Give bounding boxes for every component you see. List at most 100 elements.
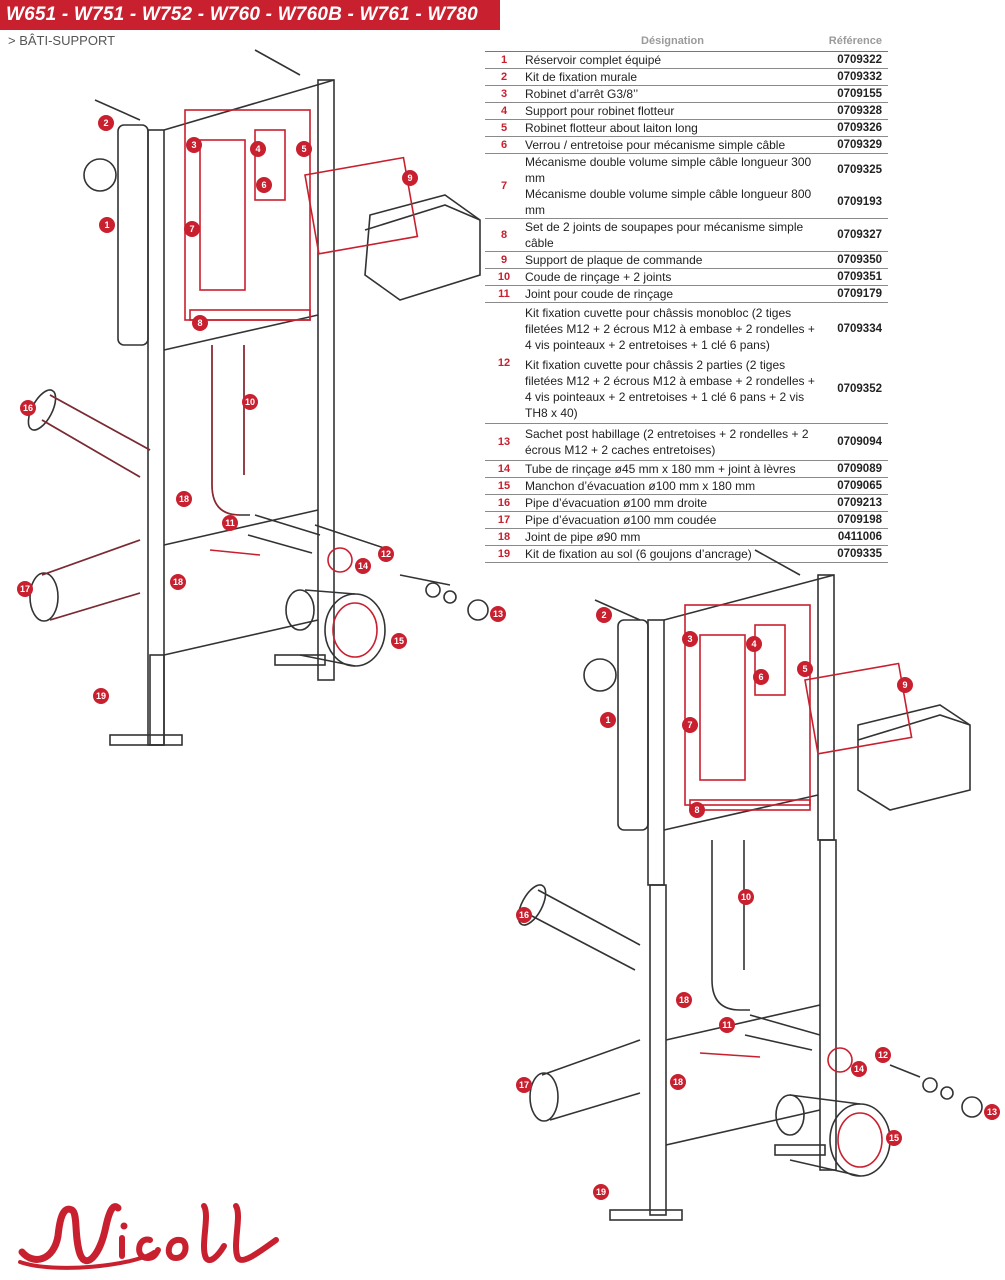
part-number: 9	[485, 251, 523, 269]
table-row: Mécanisme double volume simple câble lon…	[485, 186, 888, 219]
svg-text:1: 1	[104, 220, 109, 230]
svg-text:6: 6	[758, 672, 763, 682]
part-reference: 0709328	[822, 102, 888, 120]
svg-text:19: 19	[596, 1187, 606, 1197]
svg-text:18: 18	[173, 577, 183, 587]
part-designation: Joint de pipe ø90 mm	[523, 528, 822, 546]
part-reference: 0709334	[837, 323, 882, 335]
table-row: Kit fixation cuvette pour châssis 2 part…	[485, 355, 888, 424]
part-designation: Kit de fixation murale	[523, 68, 822, 86]
nicoll-logo	[18, 1203, 279, 1270]
part-designation: Tube de rinçage ø45 mm x 180 mm + joint …	[523, 460, 822, 478]
callout-18: 18	[676, 992, 692, 1008]
svg-text:4: 4	[751, 639, 756, 649]
part-reference: 0709094	[822, 423, 888, 461]
svg-text:2: 2	[103, 118, 108, 128]
callout-6: 6	[753, 669, 769, 685]
part-reference: 0709327	[822, 218, 888, 252]
svg-text:11: 11	[722, 1020, 732, 1030]
part-reference: 0411006	[822, 528, 888, 546]
part-number: 7	[485, 153, 523, 219]
svg-text:1: 1	[605, 715, 610, 725]
part-reference: 0709332	[822, 68, 888, 86]
callout-15: 15	[886, 1130, 902, 1146]
callout-4: 4	[250, 141, 266, 157]
callout-3: 3	[186, 137, 202, 153]
svg-text:5: 5	[301, 144, 306, 154]
col-designation: Désignation	[523, 31, 822, 52]
callout-13: 13	[490, 606, 506, 622]
callout-19: 19	[593, 1184, 609, 1200]
callout-12: 12	[875, 1047, 891, 1063]
part-designation: Set de 2 joints de soupapes pour mécanis…	[523, 218, 822, 252]
section-subtitle: > BÂTI-SUPPORT	[8, 33, 116, 48]
part-designation: Pipe d’évacuation ø100 mm coudée	[523, 511, 822, 529]
svg-text:8: 8	[197, 318, 202, 328]
col-reference: Référence	[822, 31, 888, 52]
part-reference: 0709329	[822, 136, 888, 154]
callout-11: 11	[719, 1017, 735, 1033]
svg-text:12: 12	[381, 549, 391, 559]
col-number	[485, 31, 523, 52]
callout-17: 17	[516, 1077, 532, 1093]
part-number: 1	[485, 51, 523, 69]
part-designation: Support pour robinet flotteur	[523, 102, 822, 120]
part-designation: Kit fixation cuvette pour châssis 2 part…	[523, 355, 822, 424]
callout-1: 1	[99, 217, 115, 233]
callout-5: 5	[797, 661, 813, 677]
part-number: 15	[485, 477, 523, 495]
svg-text:14: 14	[854, 1064, 864, 1074]
callout-16: 16	[516, 907, 532, 923]
callout-6: 6	[256, 177, 272, 193]
part-designation: Pipe d’évacuation ø100 mm droite	[523, 494, 822, 512]
callout-14: 14	[851, 1061, 867, 1077]
svg-text:7: 7	[687, 720, 692, 730]
svg-text:16: 16	[519, 910, 529, 920]
callout-16: 16	[20, 400, 36, 416]
part-designation: Kit de fixation au sol (6 goujons d’ancr…	[523, 545, 822, 563]
header-bar: W651 - W751 - W752 - W760 - W760B - W761…	[0, 0, 500, 30]
part-designation: Kit fixation cuvette pour châssis monobl…	[525, 306, 815, 352]
callout-8: 8	[192, 315, 208, 331]
part-reference: 0709352	[822, 355, 888, 424]
svg-text:10: 10	[245, 397, 255, 407]
callout-1: 1	[600, 712, 616, 728]
part-number: 3	[485, 85, 523, 103]
svg-text:8: 8	[694, 805, 699, 815]
callout-4: 4	[746, 636, 762, 652]
table-header: Désignation Référence	[485, 31, 888, 52]
part-designation: Mécanisme double volume simple câble lon…	[523, 186, 822, 219]
svg-text:15: 15	[889, 1133, 899, 1143]
callout-10: 10	[242, 394, 258, 410]
part-reference: 0709193	[822, 186, 888, 219]
svg-text:13: 13	[987, 1107, 997, 1117]
part-reference: 0709335	[822, 545, 888, 563]
callout-18b: 18	[670, 1074, 686, 1090]
svg-text:10: 10	[741, 892, 751, 902]
callout-7: 7	[184, 221, 200, 237]
part-designation: Coude de rinçage + 2 joints	[523, 268, 822, 286]
part-number: 2	[485, 68, 523, 86]
part-number: 12	[485, 302, 523, 424]
frame-upright-right	[317, 79, 335, 681]
svg-text:19: 19	[96, 691, 106, 701]
callout-9: 9	[897, 677, 913, 693]
callout-5: 5	[296, 141, 312, 157]
part-number: 17	[485, 511, 523, 529]
callout-8: 8	[689, 802, 705, 818]
page-title: W651 - W751 - W752 - W760 - W760B - W761…	[6, 4, 478, 25]
svg-text:11: 11	[225, 518, 235, 528]
callout-7: 7	[682, 717, 698, 733]
callout-12: 12	[378, 546, 394, 562]
part-reference: 0709065	[822, 477, 888, 495]
part-number: 8	[485, 218, 523, 252]
part-designation: Support de plaque de commande	[523, 251, 822, 269]
